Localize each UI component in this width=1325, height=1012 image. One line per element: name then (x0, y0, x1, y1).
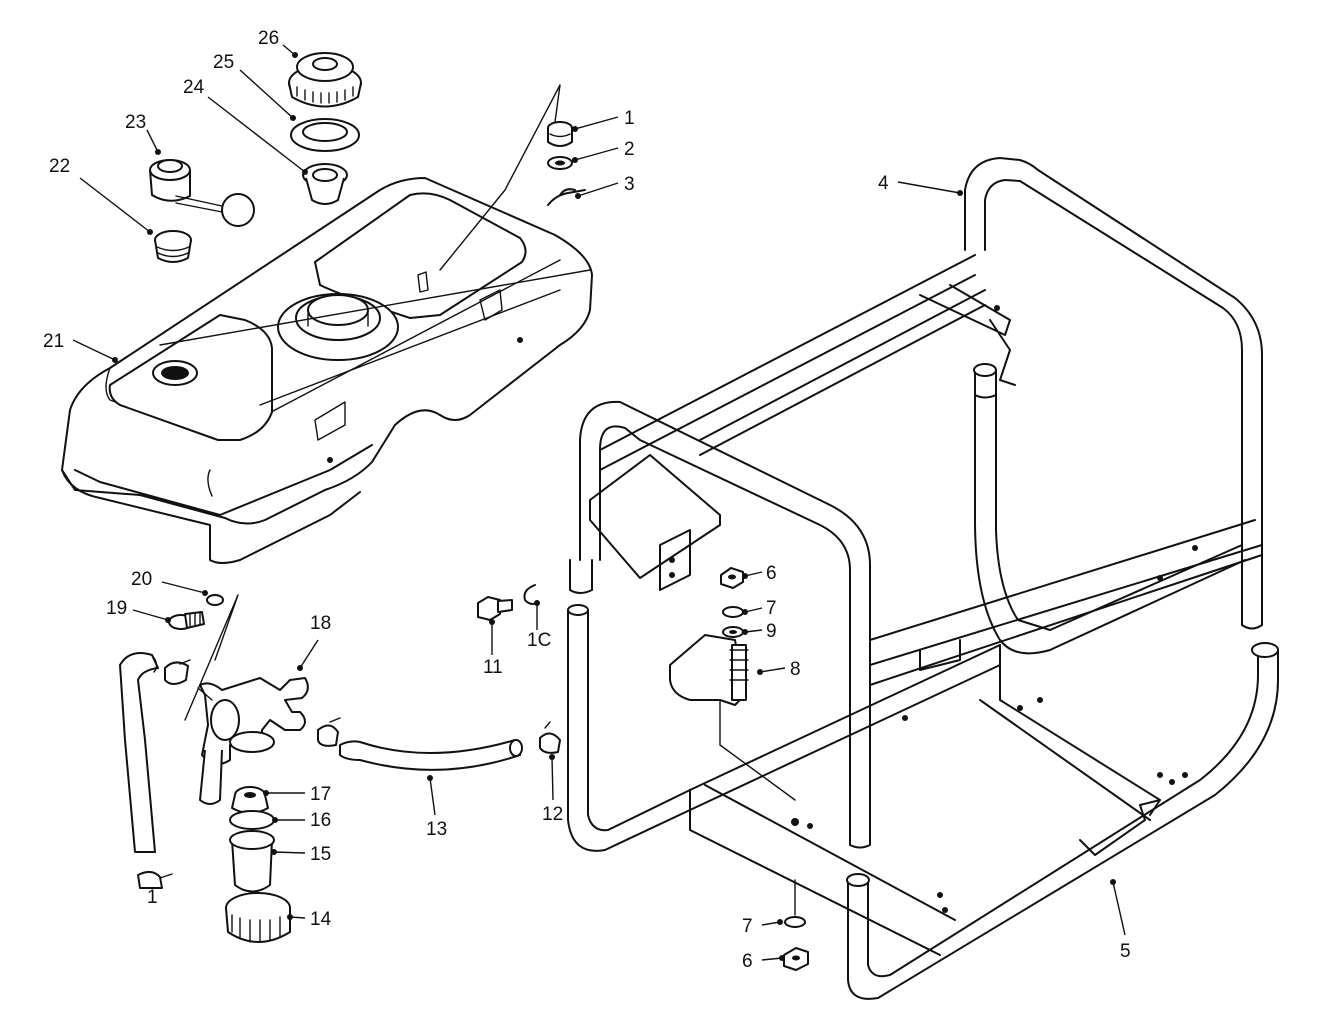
lock-washer-7-lower (784, 916, 806, 928)
hose-clamp-1 (137, 871, 173, 889)
label-25: 25 (213, 52, 234, 73)
label-5: 5 (1120, 941, 1131, 962)
fuel-hose-13 (339, 739, 523, 771)
label-14: 14 (310, 909, 332, 930)
label-18: 18 (310, 613, 331, 634)
label-11: 11 (483, 657, 503, 678)
fuel-hose-left (119, 652, 159, 853)
assembly-line-1 (439, 84, 561, 271)
fuel-strainer-24 (302, 163, 348, 205)
valve-assembly-line (184, 594, 239, 721)
drain-plug-with-tether-23 (149, 159, 255, 227)
washer-9 (722, 626, 744, 638)
sediment-bowl-assembly (225, 786, 291, 943)
frame-front-tube-5 (567, 400, 1279, 1000)
nut-6-lower (783, 879, 809, 971)
bolt-11 (477, 596, 513, 621)
label-26: 26 (258, 28, 279, 49)
hose-clamp-valve-right (317, 717, 341, 747)
label-9: 9 (766, 621, 777, 642)
plug-22 (154, 230, 192, 263)
part-number-labels: 1 2 3 4 5 6 7 9 8 7 6 1C 11 12 13 14 15 … (43, 28, 1131, 972)
lock-washer-7-upper (722, 606, 744, 618)
fuel-valve-18 (197, 677, 309, 805)
label-1: 1 (624, 108, 635, 129)
frame-rails (589, 254, 1263, 956)
screw-19 (168, 611, 205, 630)
label-13: 13 (426, 819, 447, 840)
label-20: 20 (131, 569, 152, 590)
label-21: 21 (43, 331, 64, 352)
clip-3 (547, 188, 586, 206)
label-15: 15 (310, 844, 331, 865)
label-2: 2 (624, 139, 635, 160)
valve-clamp-left (164, 659, 191, 685)
nut-6-upper (720, 567, 744, 589)
label-3: 3 (624, 174, 635, 195)
label-17: 17 (310, 784, 331, 805)
fuel-tank (61, 177, 593, 564)
leader-lines (72, 44, 1126, 961)
label-24: 24 (183, 77, 205, 98)
hose-clamp-12 (539, 721, 561, 754)
label-6-upper: 6 (766, 563, 777, 584)
label-8: 8 (790, 659, 801, 680)
o-ring-20 (206, 594, 224, 606)
label-23: 23 (125, 112, 146, 133)
label-7-upper: 7 (766, 598, 777, 619)
label-12: 12 (542, 804, 563, 825)
grommet-1 (547, 121, 573, 147)
label-16: 16 (310, 810, 331, 831)
label-6-lower: 6 (742, 951, 753, 972)
fuel-cap-26 (288, 52, 362, 108)
label-7-lower: 7 (742, 916, 753, 937)
frame-rear-tube-4 (964, 157, 1263, 655)
mount-bracket-8 (669, 634, 796, 801)
label-19: 19 (106, 598, 127, 619)
label-22: 22 (49, 156, 70, 177)
label-10: 1C (527, 630, 551, 651)
washer-2 (547, 156, 573, 170)
label-1-hose-clamp: 1 (147, 887, 158, 908)
cap-gasket-25 (290, 118, 360, 152)
label-4: 4 (878, 173, 889, 194)
clip-10 (523, 584, 539, 605)
